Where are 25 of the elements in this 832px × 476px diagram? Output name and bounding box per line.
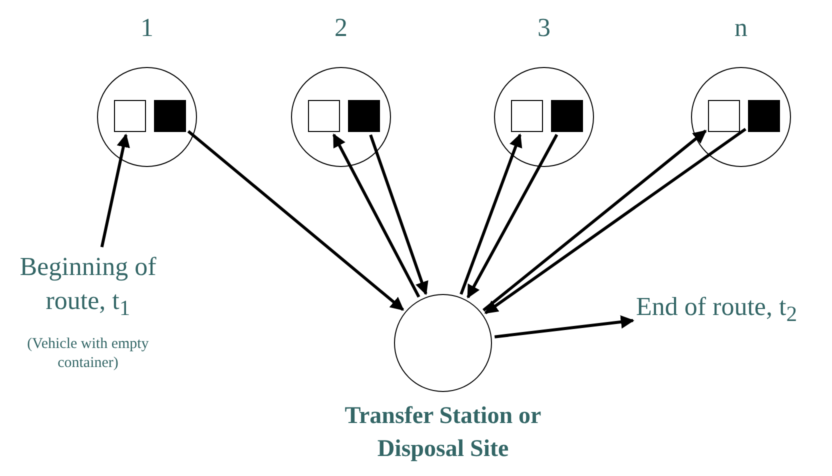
arrow: [484, 128, 746, 314]
empty-container: [511, 100, 543, 132]
full-container: [348, 100, 380, 132]
stop-number: 2: [334, 12, 348, 44]
empty-container: [308, 100, 340, 132]
full-container: [154, 100, 186, 132]
empty-container: [708, 100, 740, 132]
arrow: [482, 130, 707, 312]
route-start-note: (Vehicle with empty container): [26, 335, 150, 374]
arrow: [332, 133, 420, 298]
arrow: [494, 315, 634, 338]
full-container: [551, 100, 583, 132]
arrow: [460, 134, 522, 295]
stop-number: 1: [140, 12, 154, 44]
arrow: [466, 134, 558, 299]
route-start-label: Beginning of route, t$_{1}$: [18, 251, 158, 322]
arrow: [187, 130, 404, 311]
stop-number: n: [734, 12, 748, 44]
stop-number: 3: [538, 12, 550, 44]
route-end-label: End of route, t$_{2}$: [636, 290, 798, 332]
arrow: [369, 134, 428, 296]
full-container: [748, 100, 780, 132]
arrow: [100, 134, 130, 248]
site-label: Transfer Station or Disposal Site: [344, 402, 542, 464]
empty-container: [114, 100, 146, 132]
